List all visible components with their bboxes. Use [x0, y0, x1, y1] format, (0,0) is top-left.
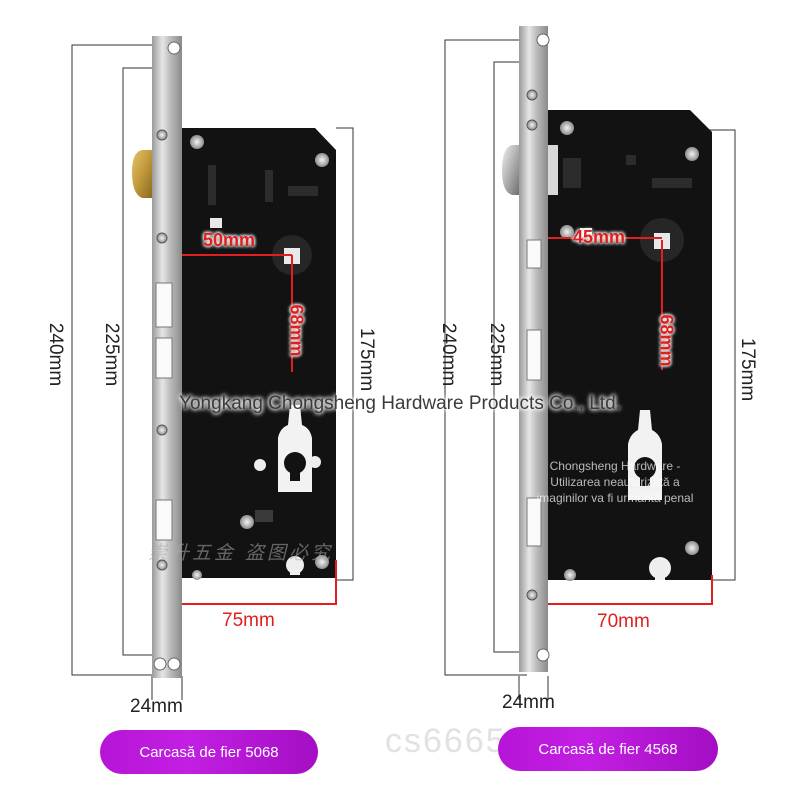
left-case-height-label: 175mm: [356, 327, 378, 392]
left-inner-height-label: 225mm: [101, 322, 123, 387]
left-total-height-label: 240mm: [45, 322, 67, 387]
right-model-pill: Carcasă de fier 4568: [498, 727, 718, 771]
right-lock: [444, 26, 736, 700]
notice-line-3: imaginilor va fi urmărită penal: [536, 491, 694, 505]
right-total-height-label: 240mm: [438, 322, 460, 387]
right-inner-height-label: 225mm: [486, 322, 508, 387]
left-case-width-label: 75mm: [222, 610, 275, 631]
left-red-dimensions: [182, 254, 337, 605]
right-red-dimensions: [548, 237, 713, 605]
left-backset-label: 50mm: [203, 230, 256, 250]
right-backset-label: 45mm: [573, 227, 626, 247]
right-case-width-label: 70mm: [597, 611, 650, 632]
left-center-distance-label: 68mm: [286, 304, 307, 357]
left-model-pill: Carcasă de fier 5068: [100, 730, 318, 774]
left-model-label: Carcasă de fier 5068: [139, 743, 279, 761]
left-lock: [71, 36, 354, 700]
right-case-height-label: 175mm: [737, 337, 759, 402]
right-center-distance-label: 68mm: [656, 314, 677, 367]
company-watermark: Yongkang Chongsheng Hardware Products Co…: [179, 393, 621, 414]
latch-bolt: [132, 150, 152, 198]
chinese-watermark: 崇升五金 盗图必究: [148, 542, 334, 564]
notice-line-2: Utilizarea neautorizată a: [550, 475, 680, 489]
notice-watermark: Chongsheng Hardware - Utilizarea neautor…: [500, 458, 730, 506]
notice-line-1: Chongsheng Hardware -: [549, 459, 681, 473]
left-faceplate-width-label: 24mm: [130, 696, 183, 717]
right-model-label: Carcasă de fier 4568: [538, 740, 678, 758]
latch-bolt: [502, 145, 519, 195]
right-faceplate-width-label: 24mm: [502, 692, 555, 713]
